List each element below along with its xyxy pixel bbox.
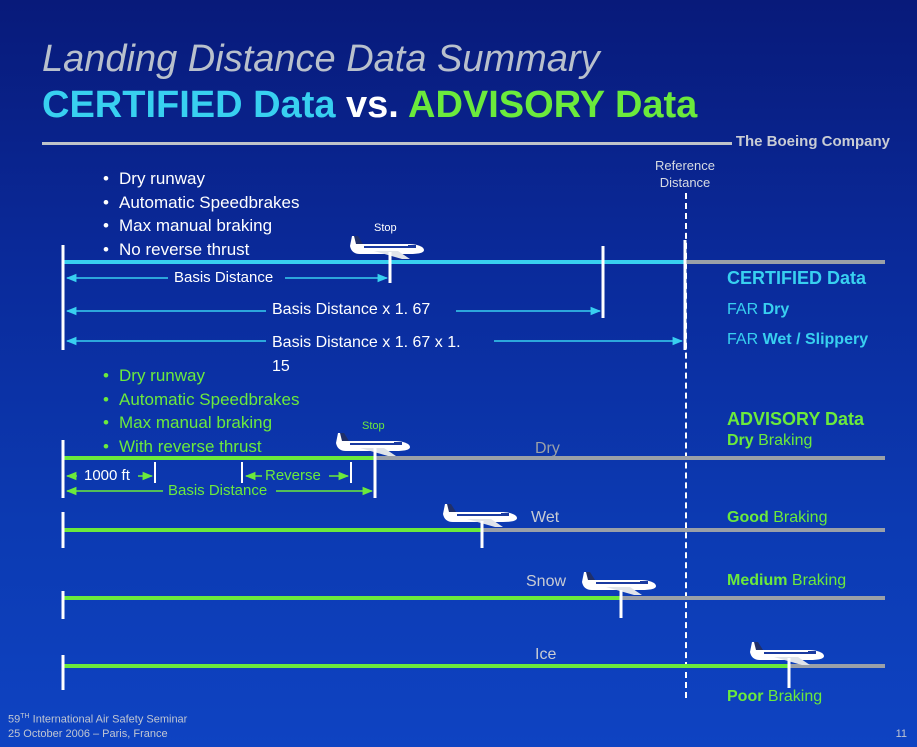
dry-braking-rest: Braking [753, 432, 813, 449]
good-braking-label: Good Braking [727, 509, 827, 527]
factor2-label: Basis Distance x 1. 67 x 1. 15 [272, 331, 461, 379]
airplane-icon [750, 642, 824, 665]
list-item: Max manual braking [95, 411, 300, 435]
list-item: Dry runway [95, 167, 300, 191]
seminar-sup: TH [20, 713, 30, 720]
factor1-label: Basis Distance x 1. 67 [272, 301, 431, 318]
medium-braking-bold: Medium [727, 572, 788, 589]
far-dry-prefix: FAR [727, 301, 759, 318]
advisory-heading: ADVISORY Data [727, 409, 865, 429]
airplane-icon [350, 236, 424, 259]
advisory-basis-label: Basis Distance [168, 482, 268, 499]
ft-label: 1000 ft [84, 467, 130, 484]
company-name: The Boeing Company [735, 133, 890, 150]
reference-distance-line [685, 193, 687, 698]
good-braking-bold: Good [727, 509, 769, 526]
airplane-icon [443, 504, 517, 527]
title-divider [42, 142, 732, 145]
seminar-name: 59TH International Air Safety Seminar [8, 713, 187, 726]
medium-braking-rest: Braking [787, 572, 847, 589]
slide-subtitle: CERTIFIED Data vs. ADVISORY Data [42, 84, 697, 127]
list-item: No reverse thrust [95, 238, 300, 262]
certified-basis-label: Basis Distance [174, 269, 274, 286]
poor-braking-bold: Poor [727, 688, 764, 705]
list-item: Automatic Speedbrakes [95, 388, 300, 412]
certified-heading: CERTIFIED Data [727, 268, 867, 288]
reference-label-line1: Reference [655, 158, 715, 173]
ice-surface-label: Ice [535, 646, 557, 663]
factor2-label-line2: 15 [272, 358, 290, 375]
far-dry-label: FAR Dry [727, 301, 789, 319]
slide-title: Landing Distance Data Summary [42, 38, 600, 80]
subtitle-advisory: ADVISORY Data [408, 84, 698, 126]
snow-surface-label: Snow [526, 573, 567, 590]
reference-label-line2: Distance [659, 175, 711, 190]
poor-braking-rest: Braking [763, 688, 823, 705]
seminar-rest: International Air Safety Seminar [29, 713, 188, 726]
factor2-label-line1: Basis Distance x 1. 67 x 1. [272, 334, 461, 351]
dry-braking-bold: Dry [727, 432, 754, 449]
far-wet-label: FAR Wet / Slippery [727, 331, 868, 349]
list-item: Dry runway [95, 364, 300, 388]
far-wet-prefix: FAR [727, 331, 759, 348]
airplane-icon [582, 572, 656, 595]
poor-braking-label: Poor Braking [727, 688, 822, 706]
wet-surface-label: Wet [531, 509, 560, 526]
good-braking-rest: Braking [768, 509, 828, 526]
dry-braking-label: Dry Braking [727, 432, 812, 450]
airplane-icon [336, 433, 410, 456]
reverse-label: Reverse [265, 467, 321, 484]
list-item: Automatic Speedbrakes [95, 191, 300, 215]
list-item: Max manual braking [95, 214, 300, 238]
certified-conditions-list: Dry runway Automatic Speedbrakes Max man… [95, 167, 300, 261]
subtitle-certified: CERTIFIED Data [42, 84, 336, 126]
dry-surface-label: Dry [535, 440, 560, 457]
advisory-conditions-list: Dry runway Automatic Speedbrakes Max man… [95, 364, 300, 458]
reference-distance-label: Reference Distance [638, 157, 732, 191]
far-wet-bold: Wet / Slippery [762, 331, 869, 348]
certified-stop-label: Stop [374, 222, 397, 234]
far-dry-bold: Dry [762, 301, 790, 318]
advisory-stop-label: Stop [362, 420, 385, 432]
medium-braking-label: Medium Braking [727, 572, 846, 590]
page-number: 11 [895, 728, 907, 740]
seminar-ordinal: 59 [8, 713, 21, 726]
list-item: With reverse thrust [95, 435, 300, 459]
subtitle-vs: vs. [335, 84, 409, 126]
seminar-date-place: 25 October 2006 – Paris, France [8, 728, 168, 740]
